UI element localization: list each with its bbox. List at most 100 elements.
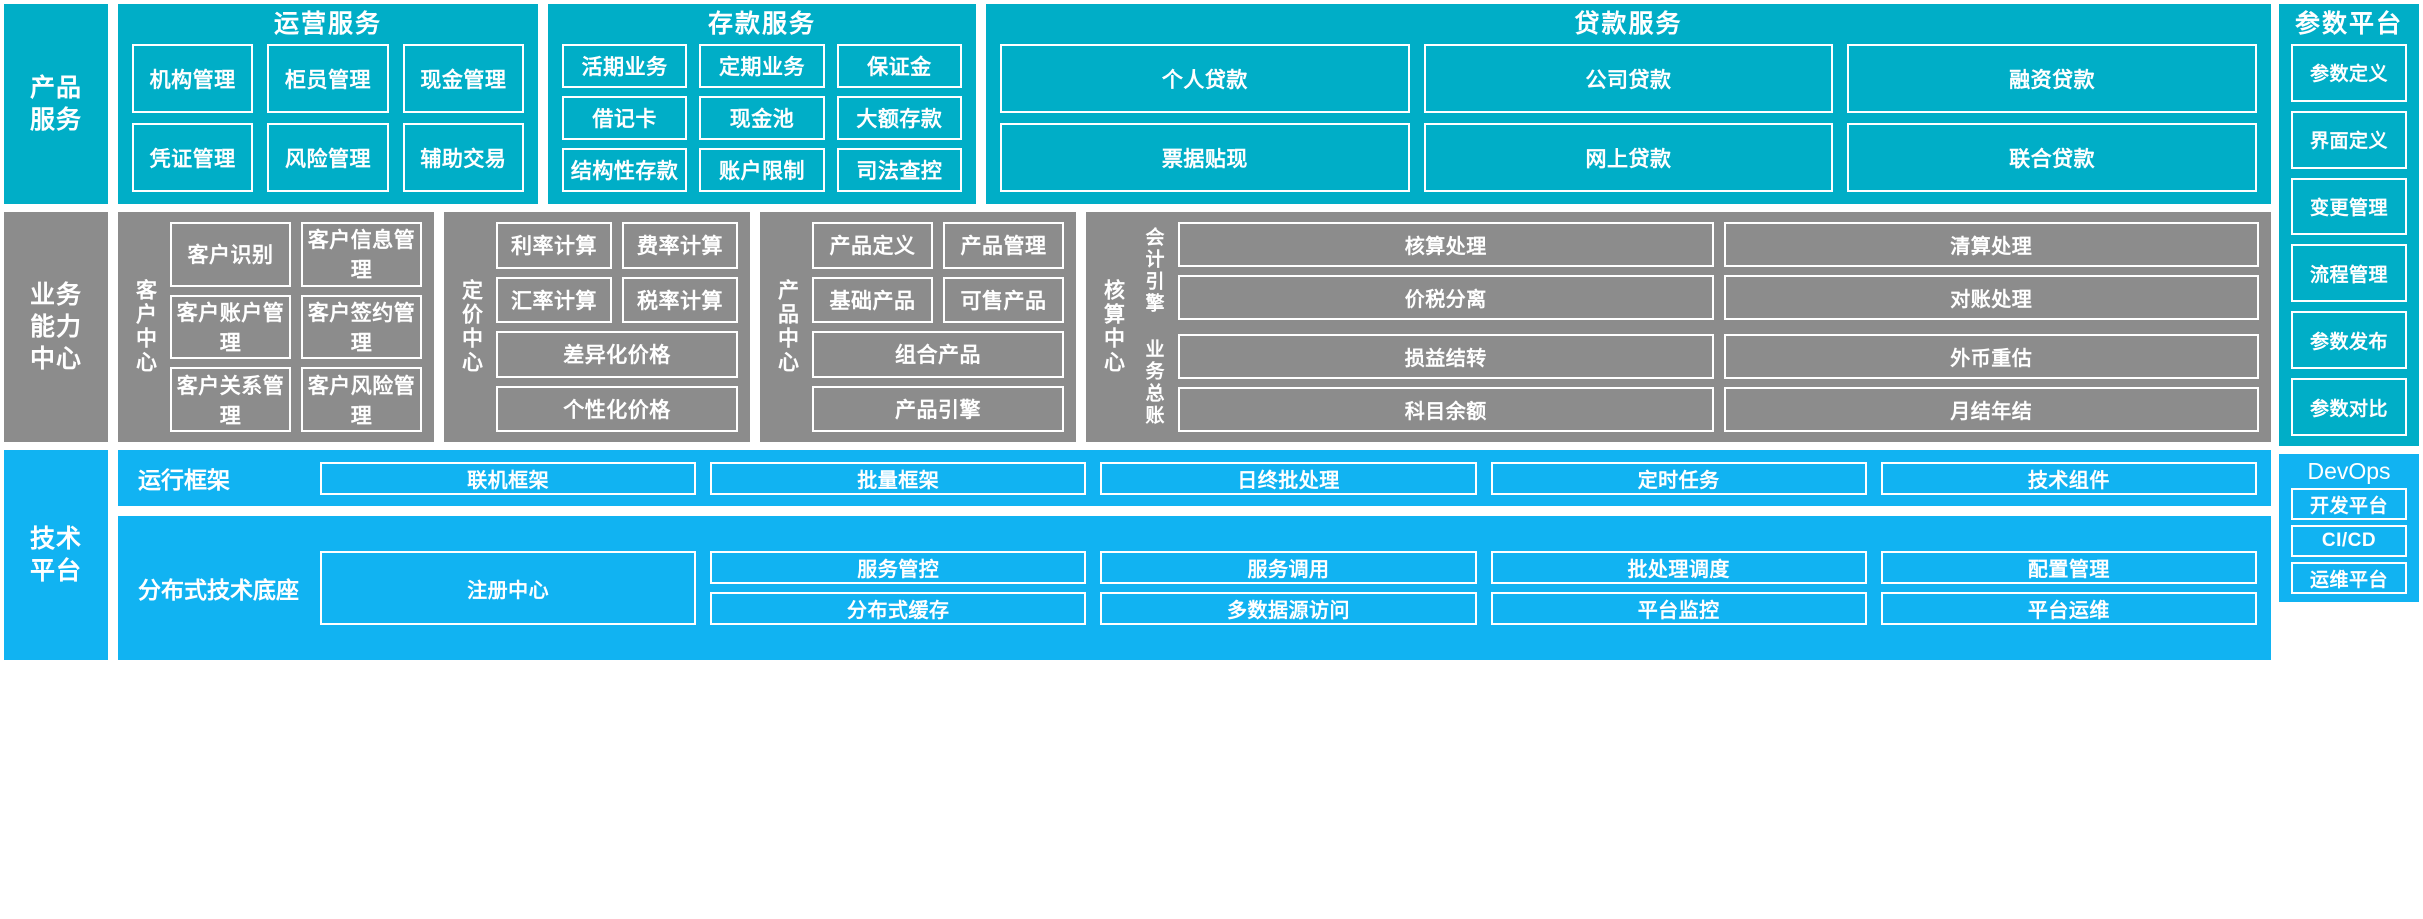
capability-box-chanpin-yinqing[interactable]: 产品引擎 — [812, 385, 1064, 432]
panel-devops: DevOps 开发平台 CI/CD 运维平台 — [2279, 454, 2419, 602]
param-box-canshu-duibi[interactable]: 参数对比 — [2291, 378, 2407, 436]
capability-box-zuhe-chanpin[interactable]: 组合产品 — [812, 331, 1064, 378]
capability-box-huilv-jisuan[interactable]: 汇率计算 — [496, 276, 612, 323]
service-box-xianjin-guanli[interactable]: 现金管理 — [402, 44, 524, 113]
product-center-items: 产品定义 产品管理 基础产品 可售产品 组合产品 产品引擎 — [812, 222, 1064, 432]
capability-box-yuejie-nianjie[interactable]: 月结年结 — [1723, 387, 2259, 432]
devops-box-kaifa-pingtai[interactable]: 开发平台 — [2291, 488, 2407, 520]
capability-box-hesuan-chuli[interactable]: 核算处理 — [1178, 222, 1714, 267]
capability-box-sunyi-jiezhuan[interactable]: 损益结转 — [1178, 334, 1714, 379]
service-box-piaoju-tiexian[interactable]: 票据贴现 — [1000, 123, 1410, 192]
capability-box-duizhang-chuli[interactable]: 对账处理 — [1723, 275, 2259, 320]
panel-title-deposit-service: 存款服务 — [707, 10, 816, 38]
service-box-xianjin-chi[interactable]: 现金池 — [699, 96, 825, 140]
param-box-canshu-fabu[interactable]: 参数发布 — [2291, 311, 2407, 370]
row-label-product-service: 产品服务 — [4, 4, 108, 204]
capability-box-gexinghua-jiage[interactable]: 个性化价格 — [496, 385, 738, 432]
tech-box-pichuli-diaodu[interactable]: 批处理调度 — [1490, 551, 1867, 584]
devops-box-yunwei-pingtai[interactable]: 运维平台 — [2291, 562, 2407, 594]
service-box-baozhengjin[interactable]: 保证金 — [836, 44, 962, 88]
tech-box-pingtai-jiankong[interactable]: 平台监控 — [1490, 592, 1867, 625]
service-box-wangshang-daikuan[interactable]: 网上贷款 — [1423, 123, 1834, 192]
deposit-service-items: 活期业务 定期业务 保证金 借记卡 现金池 大额存款 结构性存款 账户限制 司法… — [562, 44, 962, 192]
tech-box-rizhong-pichuli[interactable]: 日终批处理 — [1100, 461, 1477, 495]
capability-box-chayihua-jiage[interactable]: 差异化价格 — [496, 331, 738, 378]
service-box-gongsi-daikuan[interactable]: 公司贷款 — [1423, 44, 1834, 113]
customer-center-items: 客户识别 客户信息管理 客户账户管理 客户签约管理 客户关系管理 客户风险管理 — [170, 222, 422, 432]
group-label-business-ledger: 业务总账 — [1142, 339, 1164, 427]
service-box-pingzheng-guanli[interactable]: 凭证管理 — [132, 123, 254, 192]
capability-box-qingsuan-chuli[interactable]: 清算处理 — [1723, 222, 2259, 267]
tech-box-peizhi-guanli[interactable]: 配置管理 — [1880, 551, 2257, 584]
panel-label-customer-center: 客户中心 — [133, 279, 157, 375]
service-box-fuzhu-jiaoyi[interactable]: 辅助交易 — [402, 123, 524, 192]
tech-box-lianji-kuangjia[interactable]: 联机框架 — [320, 461, 697, 495]
tech-box-pingtai-yunwei[interactable]: 平台运维 — [1880, 592, 2257, 625]
panel-label-product-center: 产品中心 — [775, 279, 799, 375]
panel-loan-service: 贷款服务 个人贷款 公司贷款 融资贷款 票据贴现 网上贷款 联合贷款 — [986, 4, 2271, 204]
capability-box-lilv-jisuan[interactable]: 利率计算 — [496, 222, 612, 269]
business-ledger-items: 损益结转 外币重估 科目余额 月结年结 — [1178, 334, 2259, 432]
service-box-rongzi-daikuan[interactable]: 融资贷款 — [1847, 44, 2257, 113]
tech-box-fuwu-diaoyong[interactable]: 服务调用 — [1100, 551, 1477, 584]
accounting-engine-items: 核算处理 清算处理 价税分离 对账处理 — [1178, 222, 2259, 320]
service-box-jieji-ka[interactable]: 借记卡 — [562, 96, 688, 140]
panel-product-center: 产品中心 产品定义 产品管理 基础产品 可售产品 组合产品 产品引擎 — [760, 212, 1076, 442]
capability-box-feilv-jisuan[interactable]: 费率计算 — [622, 222, 738, 269]
tech-box-fenbushi-huancun[interactable]: 分布式缓存 — [710, 592, 1087, 625]
devops-box-ci-cd[interactable]: CI/CD — [2291, 525, 2407, 557]
tech-box-fuwu-guankong[interactable]: 服务管控 — [710, 551, 1087, 584]
capability-box-keshou-chanpin[interactable]: 可售产品 — [943, 276, 1064, 323]
service-box-geren-daikuan[interactable]: 个人贷款 — [1000, 44, 1410, 113]
service-box-dae-cunkuan[interactable]: 大额存款 — [836, 96, 962, 140]
capability-box-kehu-qianyue-guanli[interactable]: 客户签约管理 — [301, 294, 422, 360]
tech-box-jishu-zujian[interactable]: 技术组件 — [1880, 461, 2257, 495]
param-box-jiemian-dingyi[interactable]: 界面定义 — [2291, 110, 2407, 169]
tech-box-piliang-kuangjia[interactable]: 批量框架 — [710, 461, 1087, 495]
panel-accounting-center: 核算中心 会计引擎 核算处理 清算处理 价税分离 对账处理 业务总账 损益结转 — [1086, 212, 2271, 442]
service-box-zhanghu-xianzhi[interactable]: 账户限制 — [699, 148, 825, 192]
param-box-canshu-dingyi[interactable]: 参数定义 — [2291, 44, 2407, 102]
row-tech-platform: 技术平台 运行框架 联机框架 批量框架 日终批处理 定时任务 技术组件 分布式技… — [4, 450, 2419, 660]
capability-box-kehu-fengxian-guanli[interactable]: 客户风险管理 — [301, 367, 422, 432]
param-box-liucheng-guanli[interactable]: 流程管理 — [2291, 244, 2407, 303]
capability-box-jichu-chanpin[interactable]: 基础产品 — [812, 276, 933, 323]
service-box-dingqi-yewu[interactable]: 定期业务 — [699, 44, 825, 88]
runtime-framework-items: 联机框架 批量框架 日终批处理 定时任务 技术组件 — [320, 461, 2257, 495]
operations-service-items: 机构管理 柜员管理 现金管理 凭证管理 风险管理 辅助交易 — [132, 44, 524, 192]
band-runtime-framework: 运行框架 联机框架 批量框架 日终批处理 定时任务 技术组件 — [118, 450, 2271, 506]
pricing-center-items: 利率计算 费率计算 汇率计算 税率计算 差异化价格 个性化价格 — [496, 222, 738, 432]
capability-box-waibi-chonggu[interactable]: 外币重估 — [1723, 334, 2259, 379]
panel-label-accounting-center: 核算中心 — [1101, 279, 1125, 375]
param-box-biangeng-guanli[interactable]: 变更管理 — [2291, 177, 2407, 236]
service-box-huoqi-yewu[interactable]: 活期业务 — [562, 44, 688, 88]
row-label-business-capability: 业务能力中心 — [4, 212, 108, 442]
service-box-sifa-chakong[interactable]: 司法查控 — [836, 148, 962, 192]
capability-box-kehu-zhanghu-guanli[interactable]: 客户账户管理 — [170, 294, 291, 360]
capability-box-kehu-xinxi-guanli[interactable]: 客户信息管理 — [301, 222, 422, 287]
capability-box-shuilv-jisuan[interactable]: 税率计算 — [622, 276, 738, 323]
capability-box-kemu-yue[interactable]: 科目余额 — [1178, 387, 1714, 432]
service-box-guiyuan-guanli[interactable]: 柜员管理 — [267, 44, 389, 113]
service-box-jigou-guanli[interactable]: 机构管理 — [132, 44, 254, 113]
panel-parameter-platform: 参数平台 参数定义 界面定义 变更管理 流程管理 参数发布 参数对比 — [2279, 4, 2419, 446]
service-box-fengxian-guanli[interactable]: 风险管理 — [267, 123, 389, 192]
panel-deposit-service: 存款服务 活期业务 定期业务 保证金 借记卡 现金池 大额存款 结构性存款 账户… — [548, 4, 976, 204]
capability-box-chanpin-guanli[interactable]: 产品管理 — [943, 222, 1064, 269]
panel-title-operations-service: 运营服务 — [273, 10, 382, 38]
capability-box-kehu-guanxi-guanli[interactable]: 客户关系管理 — [170, 367, 291, 432]
capability-box-jiashui-fenli[interactable]: 价税分离 — [1178, 275, 1714, 320]
service-box-lianhe-daikuan[interactable]: 联合贷款 — [1847, 123, 2257, 192]
accounting-group-engine: 会计引擎 核算处理 清算处理 价税分离 对账处理 — [1138, 222, 2259, 320]
accounting-group-ledger: 业务总账 损益结转 外币重估 科目余额 月结年结 — [1138, 334, 2259, 432]
group-label-accounting-engine: 会计引擎 — [1142, 227, 1164, 315]
service-box-jiegouxing-cunkuan[interactable]: 结构性存款 — [562, 148, 688, 192]
band-label-distributed-base: 分布式技术底座 — [138, 577, 299, 603]
tech-box-zhuce-zhongxin[interactable]: 注册中心 — [320, 551, 697, 625]
tech-box-duoshujuyuan-fangwen[interactable]: 多数据源访问 — [1100, 592, 1477, 625]
capability-box-kehu-shibie[interactable]: 客户识别 — [170, 222, 291, 287]
tech-box-dingshi-renwu[interactable]: 定时任务 — [1490, 461, 1867, 495]
capability-box-chanpin-dingyi[interactable]: 产品定义 — [812, 222, 933, 269]
devops-items: 开发平台 CI/CD 运维平台 — [2291, 488, 2407, 594]
